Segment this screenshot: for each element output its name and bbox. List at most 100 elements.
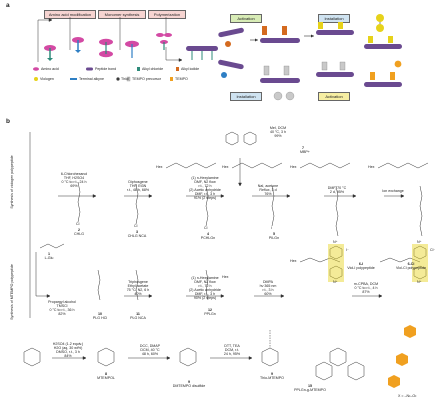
- legend-swatches: [33, 67, 179, 82]
- panel-b-structures: [23, 131, 429, 381]
- r1s3-l3: r.t., 72 h: [198, 184, 212, 188]
- r2s3-l4: (2) Acetic anhydride: [189, 288, 221, 292]
- atom-cl-4: Cl: [204, 226, 208, 230]
- c2-label: CHLG: [74, 232, 84, 236]
- r2s4-l3: r.t., 3 h: [262, 288, 274, 292]
- installation-flow-bottom: [218, 59, 402, 101]
- atom-i-5: I: [271, 226, 272, 230]
- mbp-conditions: MeI, DCM 40 °C, 3 h 99%: [258, 126, 298, 138]
- r1s4-l2: Reflux, 3 d: [259, 188, 277, 192]
- r2s5-l1: m-CPBA, DCM: [353, 282, 379, 286]
- r1s1-l2: THF, H2SO4: [63, 176, 85, 180]
- c6i-label: Viol-I polypeptide: [347, 266, 375, 270]
- c9a-label: DMTEMPO disulfide: [172, 384, 206, 388]
- legend-label-viologen: Viologen: [40, 77, 54, 81]
- r2s3-l3: r.t., 72 h: [198, 284, 212, 288]
- row2-step1-conditions: Propargyl alcohol TMSCl 0 °C to r.t., 36…: [40, 300, 84, 316]
- atom-n-6i-b: N⁺: [333, 280, 338, 284]
- c5-num: 5: [273, 232, 275, 236]
- r1s3-l5: DMF, r.t., 3 h: [194, 192, 216, 196]
- r1s1-l3: 0 °C to r.t., 24 h: [61, 180, 87, 184]
- c10-num: 10: [98, 312, 102, 316]
- bottom-step3-conditions: DTT, TEA DCM, r.t. 24 h, 95%: [212, 344, 252, 356]
- row2-step2-conditions: Triphosgene Ethyl acetate 75 °C, N2, 6 h…: [118, 280, 158, 296]
- x-note: X = –N•–O•: [398, 394, 417, 398]
- bottom-step1-conditions: H2SO4 (1.2 equiv.) H2O (aq, 30 wt%) DMSO…: [46, 342, 90, 358]
- row1-step1-conditions: 6-Chlorohexanol THF, H2SO4 0 °C to r.t.,…: [52, 172, 96, 188]
- r1s6-l1: Ion exchange: [382, 189, 404, 193]
- r2s3-l1: (1) n-Hexylamine: [191, 276, 219, 280]
- c3-num: 3: [136, 230, 138, 234]
- atom-cl-3: Cl: [134, 224, 138, 228]
- hex-label-6i: Hex: [290, 165, 297, 169]
- hex-label-4: Hex: [156, 165, 163, 169]
- legend-label-alkyl-iodide: Alkyl iodide: [181, 67, 200, 71]
- amino-acid-illustration: [37, 17, 183, 62]
- hex-label-6cl: Hex: [368, 165, 375, 169]
- bs2-l1: DCC, DMAP: [139, 344, 161, 348]
- bs2-l2: DCM, 40 °C: [140, 348, 160, 352]
- c5-label: PILGn: [268, 236, 280, 240]
- r2s3-l2: DMF, N2 flow: [194, 280, 216, 284]
- counterion-iodide: I⁻: [346, 248, 349, 252]
- counterion-chloride: Cl⁻: [430, 248, 436, 252]
- bs3-l3: 24 h, 95%: [223, 352, 241, 356]
- monomer-synthesis-box: Monomer synthesis: [98, 10, 146, 19]
- atom-n-6cl-a: N⁺: [417, 240, 422, 244]
- c6cl-label: Viol-Cl polypeptide: [396, 266, 426, 270]
- panel-b-letter: b: [6, 118, 10, 125]
- installation-box-top: Installation: [318, 14, 350, 23]
- mbp-cond-3: 99%: [274, 134, 282, 138]
- c9b-label: Thio-MTEMPO: [260, 376, 284, 380]
- r2s2-l4: 40%: [134, 292, 142, 296]
- r2s1-l2: TMSCl: [56, 304, 68, 308]
- viologen-yellow-markers: [328, 244, 428, 282]
- c11-num: 11: [136, 312, 140, 316]
- installation-box-bottom: Installation: [230, 92, 262, 101]
- r2s2-l3: 75 °C, N2, 6 h: [126, 288, 150, 292]
- hex-label-12: Hex: [222, 275, 229, 279]
- side-label-viologen: Synthesis of viologen polypeptide: [10, 155, 14, 209]
- legend-label-peptide-bond: Peptide bond: [95, 67, 117, 71]
- row2-step3-conditions: (1) n-Hexylamine DMF, N2 flow r.t., 72 h…: [182, 276, 228, 300]
- row1-step5-conditions: DMF, 70 °C 2 d, 95%: [318, 186, 356, 194]
- atom-n-6i-a: N⁺: [333, 240, 338, 244]
- c6cl-num: 6-Cl: [407, 262, 415, 266]
- bs3-l1: DTT, TEA: [224, 344, 240, 348]
- c15-label: PPLGn-g-MTEMPO: [294, 388, 326, 392]
- c9b-num: 9: [271, 372, 273, 376]
- side-label-mtempo: Synthesis of MTEMPO polypeptide: [10, 264, 14, 320]
- polymer-graphic: [156, 33, 218, 60]
- c2-num: 2: [78, 228, 80, 232]
- monomer-modification: [44, 37, 84, 61]
- mbp-cond-2: 40 °C, 3 h: [269, 130, 287, 134]
- monomer-synthesis-graphic: [99, 38, 139, 58]
- bs1-l3: DMSO, r.t., 3 h: [56, 350, 80, 354]
- r1s4-l1: NaI, acetone: [257, 184, 279, 188]
- c1-label: L-Glu: [44, 256, 54, 260]
- r2s3-l6: 90% (2 steps): [193, 296, 217, 300]
- mbp-label: MBP+: [300, 150, 310, 154]
- row1-step6-conditions: Ion exchange: [378, 189, 408, 193]
- legend-label-tempo-precursor: TEMPO precursor: [132, 77, 161, 81]
- panel-a-letter: a: [6, 2, 10, 9]
- r1s3-l4: (2) Acetic anhydride: [189, 188, 221, 192]
- c12-label: PPLGn: [204, 312, 216, 316]
- r1s3-l1: (1) n-Hexylamine: [191, 176, 219, 180]
- mbp-cond-1: MeI, DCM: [269, 126, 287, 130]
- c10-label: PLG HCl: [92, 316, 108, 320]
- r1s2-l2: THF, Et3N: [129, 184, 147, 188]
- legend-label-amino-acid: Amino acid: [41, 67, 59, 71]
